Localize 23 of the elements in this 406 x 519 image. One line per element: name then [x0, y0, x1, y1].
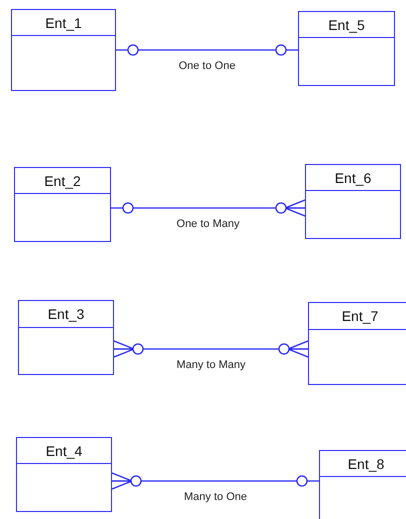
entity-box	[16, 437, 112, 512]
entity-name: Ent_2	[44, 173, 81, 189]
entity-box	[18, 300, 114, 375]
edge-label: Many to Many	[174, 359, 248, 372]
relationship-line	[111, 472, 319, 490]
relationship-line	[113, 340, 309, 358]
relationship-line	[116, 44, 298, 56]
entity-name: Ent_4	[46, 443, 82, 459]
relationship-line	[111, 199, 306, 217]
entity-box	[14, 167, 111, 242]
entity-name: Ent_6	[334, 170, 372, 186]
entity-name: Ent_1	[45, 15, 82, 31]
entity-name: Ent_8	[348, 456, 384, 472]
entity-box	[319, 450, 406, 519]
edge-label: One to Many	[174, 218, 242, 231]
entity-name: Ent_3	[48, 306, 84, 322]
edge-label: Many to One	[182, 491, 249, 504]
entity-box	[11, 9, 116, 91]
entity-box	[298, 11, 395, 86]
entity-name: Ent_5	[328, 17, 365, 33]
entity-name: Ent_7	[342, 308, 378, 324]
entity-box	[305, 164, 401, 239]
entity-box	[308, 302, 406, 385]
